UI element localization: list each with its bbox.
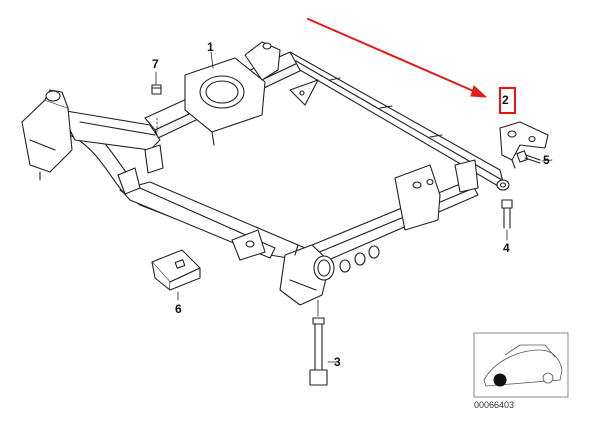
left-side-rail	[59, 109, 161, 151]
callout-2: 2	[502, 93, 509, 107]
lower-center-bracket	[231, 229, 266, 261]
part-7-nut	[151, 71, 162, 133]
highlight-box	[499, 87, 516, 114]
right-front-bracket	[394, 159, 479, 231]
leader-line-1	[210, 51, 214, 69]
car-thumbnail	[473, 332, 569, 398]
part-5-bolt	[516, 150, 553, 164]
document-number: 00066403	[474, 400, 515, 410]
callout-1: 1	[207, 40, 214, 54]
middle-left-bracket	[117, 144, 164, 195]
callout-3: 3	[334, 355, 341, 369]
upper-right-bracket	[244, 41, 281, 81]
part-6-bracket	[151, 249, 201, 301]
red-arrow-icon	[307, 18, 487, 98]
part-2-bracket	[499, 121, 549, 169]
callout-4: 4	[503, 241, 510, 255]
upper-mount-pad	[184, 57, 266, 146]
part-4-bolt	[501, 199, 513, 241]
callout-5: 5	[543, 153, 550, 167]
callout-7: 7	[152, 57, 159, 71]
rail-plate	[289, 79, 319, 106]
right-side-rail	[289, 51, 510, 191]
lower-mount-block	[279, 244, 335, 306]
part-3-bolt	[309, 299, 337, 386]
callout-6: 6	[175, 302, 182, 316]
left-mount-block	[21, 89, 73, 181]
